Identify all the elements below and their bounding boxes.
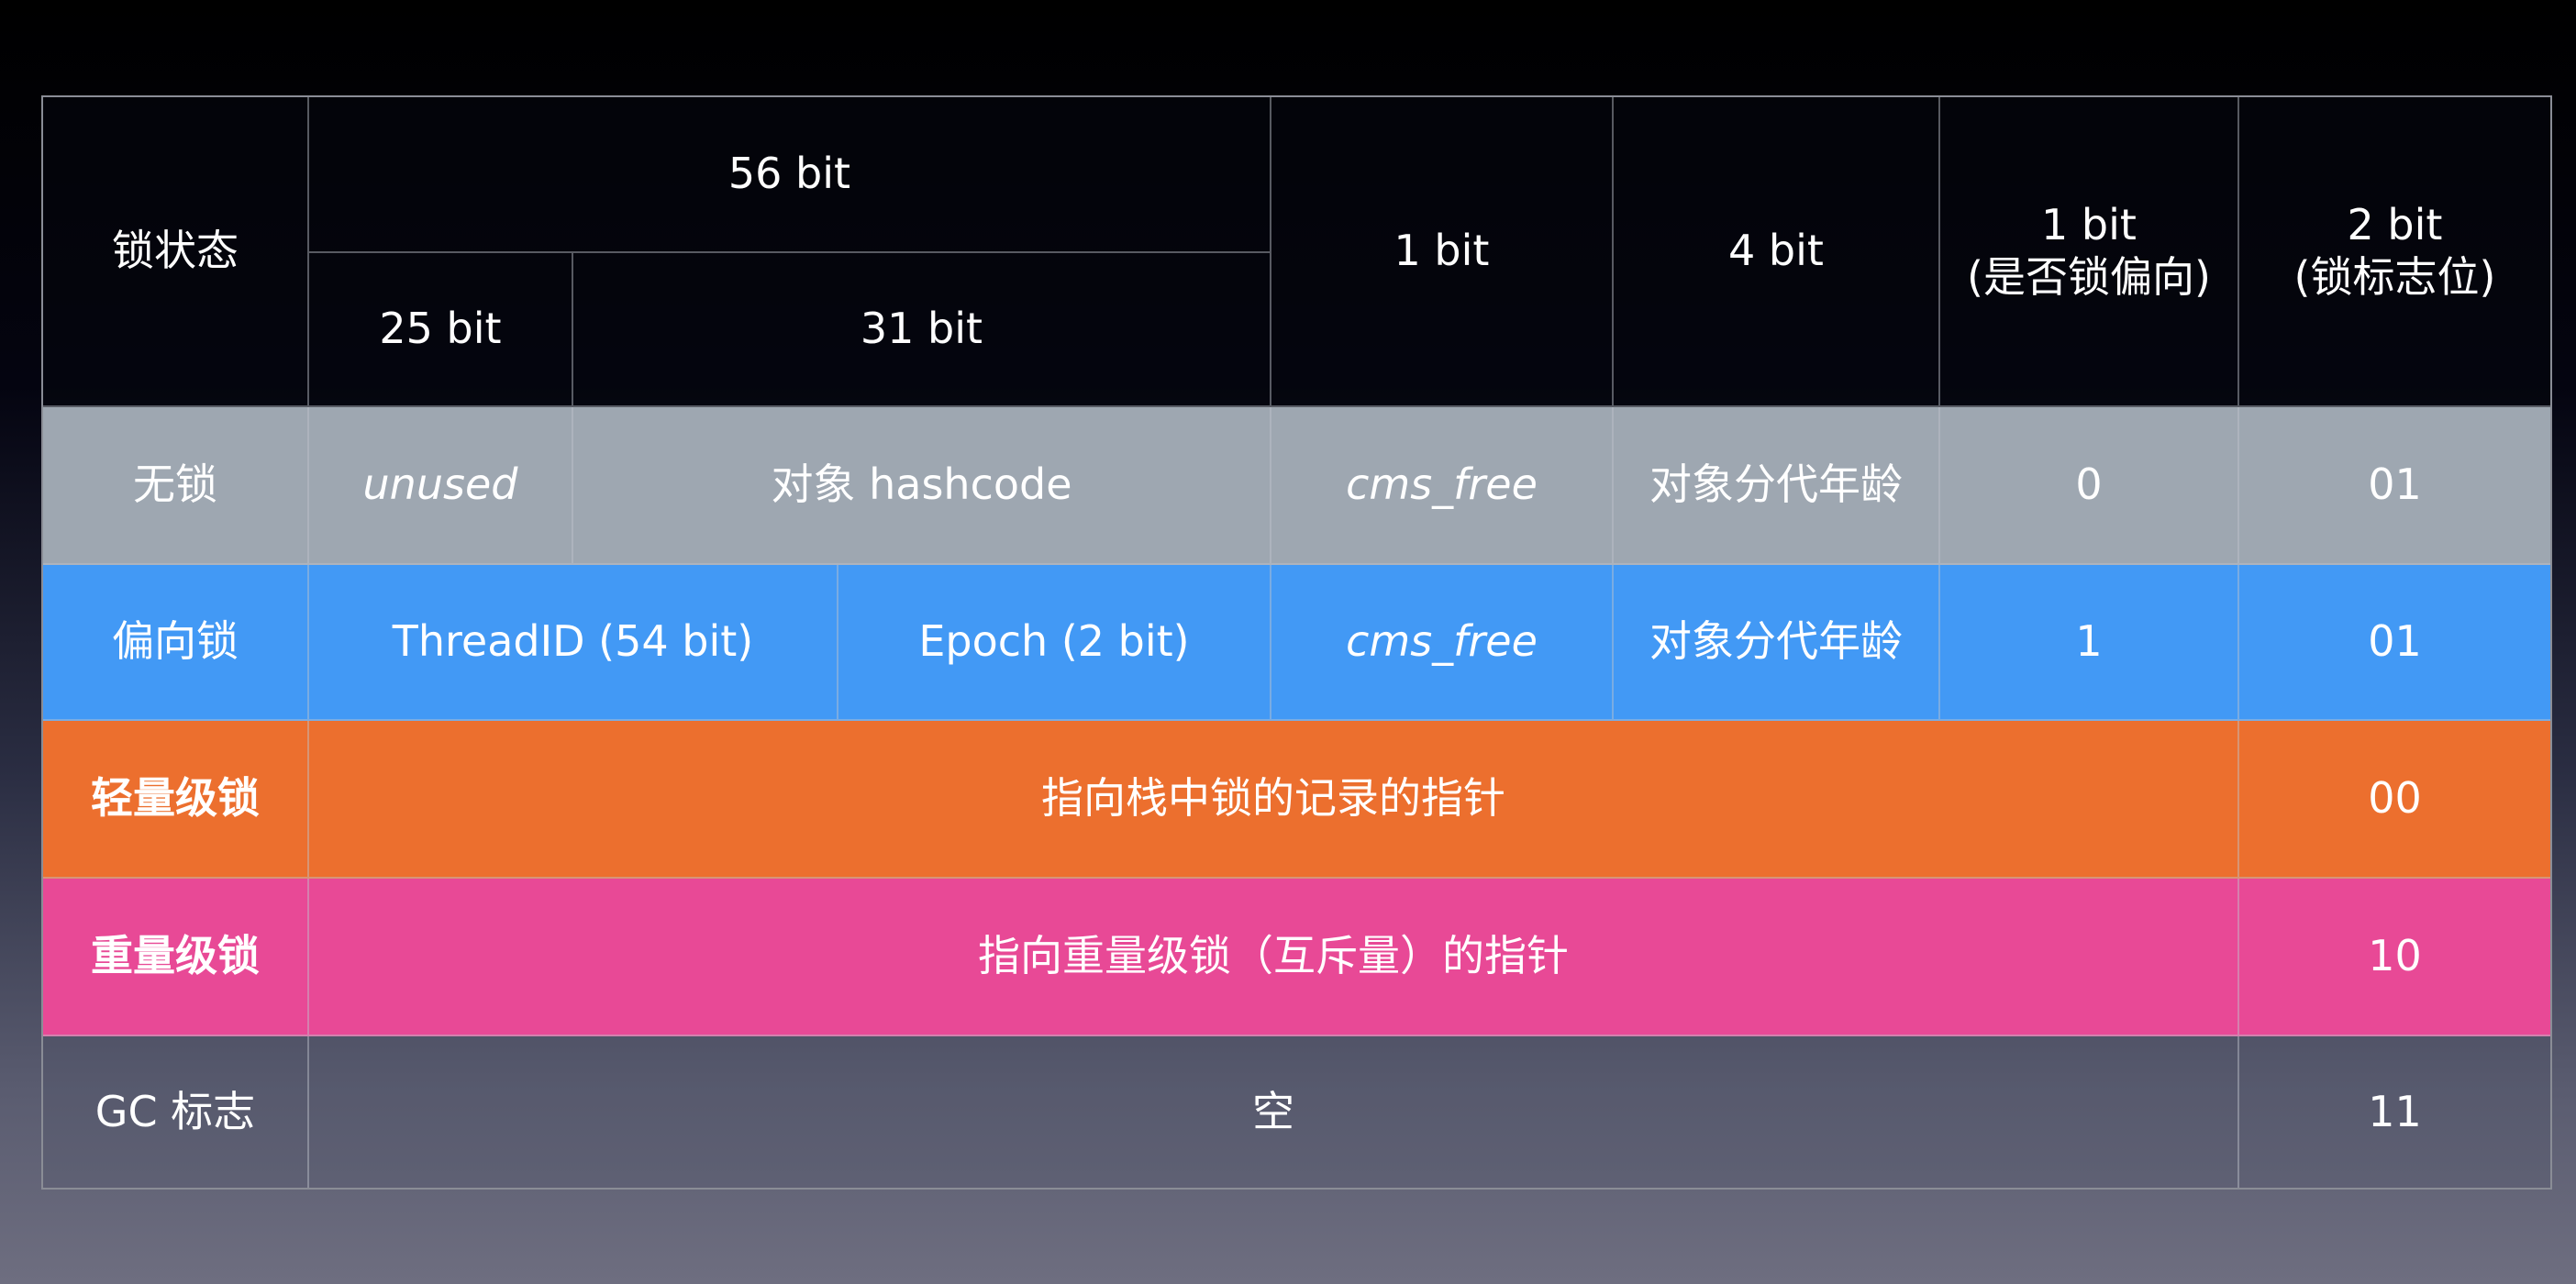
header-lock-state-label: 锁状态: [112, 226, 239, 276]
header-lock-state: 锁状态: [43, 97, 309, 407]
row-biased-state: 偏向锁: [43, 565, 309, 721]
header-4-bit-label: 4 bit: [1728, 226, 1824, 276]
row-gc-content: 空: [309, 1036, 2239, 1188]
row-biased-epoch: Epoch (2 bit): [838, 565, 1271, 721]
row-gc: [43, 1036, 2550, 1188]
header-lock-flag-bits: 2 bit: [2347, 199, 2443, 249]
cell-text: 空: [1252, 1086, 1294, 1136]
row-unlocked-flag: 01: [2239, 407, 2550, 565]
row-gc-state: GC 标志: [43, 1036, 309, 1188]
header-56-bit-label: 56 bit: [727, 149, 851, 199]
row-biased-biased-bit: 1: [1940, 565, 2239, 721]
state-label: 无锁: [133, 459, 217, 510]
row-unlocked-state: 无锁: [43, 407, 309, 565]
header-31-bit-label: 31 bit: [860, 304, 983, 354]
state-label: 轻量级锁: [91, 773, 260, 824]
row-unlocked-hashcode: 对象 hashcode: [573, 407, 1271, 565]
row-heavyweight: [43, 879, 2550, 1036]
cell-text: cms_free: [1346, 459, 1538, 510]
row-unlocked: [43, 407, 2550, 565]
row-unlocked-age: 对象分代年龄: [1614, 407, 1940, 565]
state-label: 重量级锁: [91, 931, 260, 981]
cell-text: 1: [2075, 616, 2103, 667]
cell-text: 指向重量级锁（互斥量）的指针: [978, 931, 1569, 981]
row-lightweight-content: 指向栈中锁的记录的指针: [309, 721, 2239, 879]
row-unlocked-unused: unused: [309, 407, 573, 565]
cell-text: 指向栈中锁的记录的指针: [1041, 773, 1505, 824]
cell-text: 0: [2075, 459, 2103, 510]
header-25-bit-label: 25 bit: [379, 304, 502, 354]
row-lightweight: [43, 721, 2550, 879]
row-heavyweight-flag: 10: [2239, 879, 2550, 1036]
header-biased-flag: 1 bit (是否锁偏向): [1940, 97, 2239, 407]
cell-text: Epoch (2 bit): [918, 616, 1190, 667]
state-label: 偏向锁: [112, 616, 239, 667]
cell-text: 00: [2368, 773, 2422, 824]
cell-text: unused: [362, 459, 518, 510]
row-lightweight-state: 轻量级锁: [43, 721, 309, 879]
cell-text: ThreadID (54 bit): [392, 616, 754, 667]
cell-text: 对象分代年龄: [1649, 616, 1903, 667]
row-lightweight-flag: 00: [2239, 721, 2550, 879]
row-unlocked-cms-free: cms_free: [1271, 407, 1614, 565]
cell-text: 对象 hashcode: [771, 459, 1072, 510]
header-56-bit: 56 bit: [309, 97, 1271, 253]
cell-text: 对象分代年龄: [1649, 459, 1903, 510]
state-label: GC 标志: [94, 1086, 256, 1136]
cell-text: 01: [2368, 459, 2422, 510]
header-biased-flag-label: (是否锁偏向): [1967, 252, 2211, 302]
row-heavyweight-content: 指向重量级锁（互斥量）的指针: [309, 879, 2239, 1036]
header-4-bit: 4 bit: [1614, 97, 1940, 407]
cell-text: 11: [2368, 1086, 2422, 1136]
header-1-bit-label: 1 bit: [1393, 226, 1490, 276]
header-lock-flag: 2 bit (锁标志位): [2239, 97, 2550, 407]
header-lock-flag-label: (锁标志位): [2293, 252, 2496, 302]
row-biased-age: 对象分代年龄: [1614, 565, 1940, 721]
row-unlocked-biased-bit: 0: [1940, 407, 2239, 565]
header-biased-flag-bits: 1 bit: [2041, 199, 2137, 249]
cell-text: 10: [2368, 931, 2422, 981]
cell-text: 01: [2368, 616, 2422, 667]
row-biased-flag: 01: [2239, 565, 2550, 721]
row-biased-thread-id: ThreadID (54 bit): [309, 565, 838, 721]
row-gc-flag: 11: [2239, 1036, 2550, 1188]
header-row: [43, 97, 2550, 407]
row-heavyweight-state: 重量级锁: [43, 879, 309, 1036]
header-1-bit: 1 bit: [1271, 97, 1614, 407]
row-biased-cms-free: cms_free: [1271, 565, 1614, 721]
header-25-bit: 25 bit: [309, 253, 573, 407]
mark-word-table: 锁状态 56 bit 25 bit 31 bit 1 bit 4 bit 1 b…: [41, 95, 2552, 1190]
row-biased: [43, 565, 2550, 721]
header-31-bit: 31 bit: [573, 253, 1271, 407]
cell-text: cms_free: [1346, 616, 1538, 667]
